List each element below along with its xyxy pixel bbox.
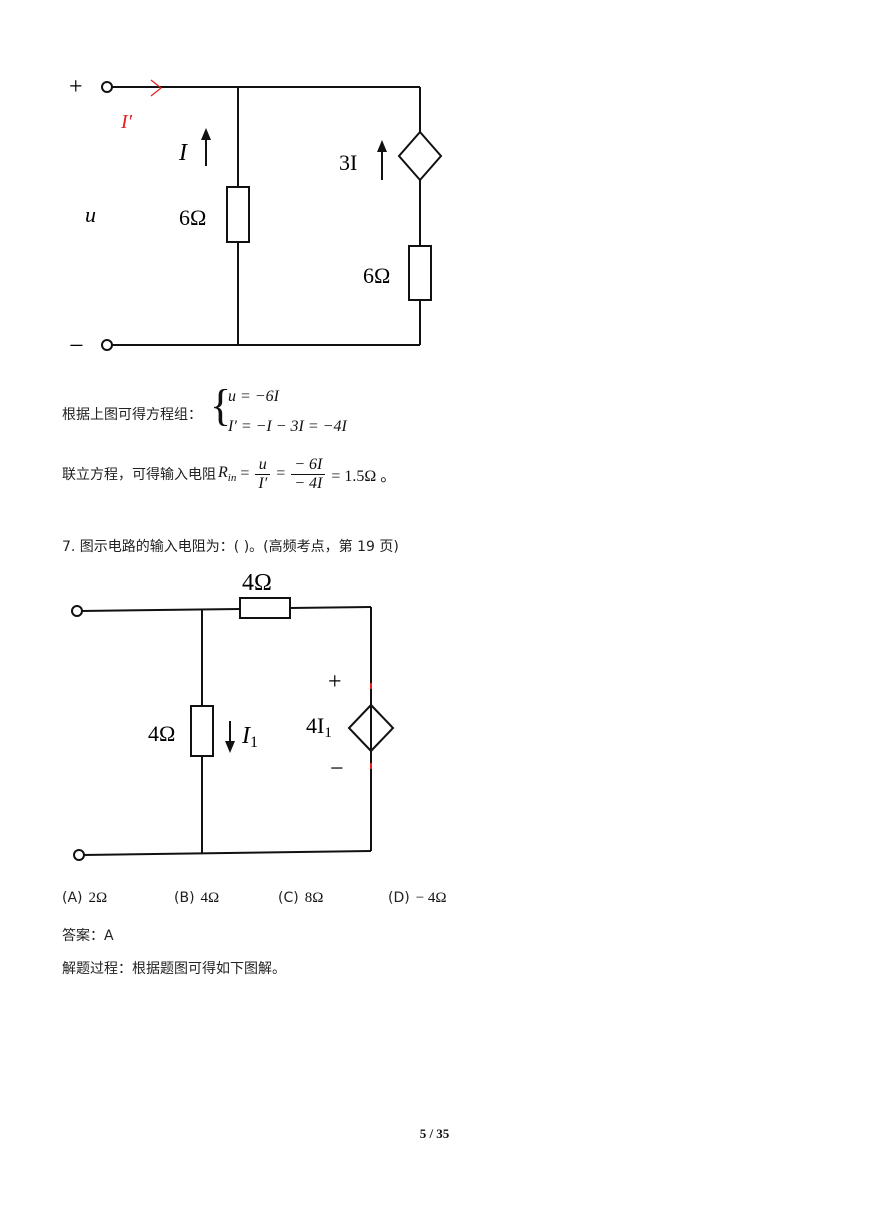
resistance-symbol: Rin [218, 464, 236, 484]
circuit-diagram-2: 4Ω 4Ω I1 4I1 + − [71, 570, 395, 861]
input-resistance-line: 联立方程，可得输入电阻 Rin = u I′ = − 6I − 4I = 1.5… [62, 452, 396, 496]
option-d: (D) − 4Ω [388, 887, 447, 907]
option-b: (B) 4Ω [174, 887, 219, 907]
equals-sign-1: = [240, 465, 250, 482]
fraction-1-den: I′ [258, 474, 268, 492]
circuit-diagram-1: I′ + − I u 6Ω 6Ω 3I [69, 74, 443, 360]
fraction-2-den: − 4I [294, 474, 323, 492]
plus-sign: + [69, 74, 83, 100]
resistance-letter: R [218, 463, 228, 481]
option-c: (C) 8Ω [278, 887, 323, 907]
resistor-right-label: 6Ω [363, 263, 390, 288]
fraction-1-num: u [255, 456, 271, 475]
dependent-source-label: 3I [339, 150, 357, 175]
fraction-2: − 6I − 4I [291, 456, 326, 493]
equation-line-2: I′ = −I − 3I = −4I [228, 418, 347, 435]
resistance-result: = 1.5Ω 。 [331, 468, 397, 485]
option-a-value: 2Ω [88, 890, 108, 906]
option-a-label: (A) [62, 890, 83, 906]
dep-source-main: 4I [306, 713, 324, 738]
brace-symbol: { [210, 381, 232, 430]
current-i1-sub: 1 [250, 734, 258, 751]
source-minus-sign: − [330, 756, 344, 782]
dep-source-sub: 1 [324, 725, 332, 741]
current-i1-letter: I [241, 723, 251, 749]
option-b-label: (B) [174, 890, 195, 906]
resistance-intro: 联立方程，可得输入电阻 [62, 467, 216, 483]
option-c-label: (C) [278, 890, 299, 906]
answer-text: 答案：A [62, 928, 114, 944]
current-prime-label: I′ [120, 111, 133, 133]
resistance-sub: in [227, 472, 237, 485]
option-c-value: 8Ω [304, 890, 324, 906]
current-i-label: I [178, 140, 188, 166]
resistor-top-label: 4Ω [242, 570, 272, 596]
source-plus-sign: + [328, 669, 342, 695]
equals-sign-2: = [276, 465, 286, 482]
question-7-text: 7. 图示电路的输入电阻为：( )。(高频考点，第 19 页) [62, 539, 399, 555]
resistor-left-label-2: 4Ω [148, 721, 175, 746]
minus-sign: − [69, 331, 84, 360]
fraction-2-num: − 6I [291, 456, 326, 475]
equation-intro: 根据上图可得方程组： [62, 407, 202, 423]
resistor-left-label: 6Ω [179, 205, 206, 230]
voltage-u-label: u [85, 202, 96, 227]
dependent-source-label-2: 4I1 [306, 713, 332, 741]
option-b-value: 4Ω [200, 890, 220, 906]
option-d-value: − 4Ω [415, 890, 447, 906]
current-i1-label: I1 [241, 723, 258, 751]
fraction-1: u I′ [255, 456, 271, 493]
equation-line-1: u = −6I [228, 388, 279, 405]
option-d-label: (D) [388, 890, 410, 906]
solution-text: 解题过程：根据题图可得如下图解。 [62, 961, 286, 977]
option-a: (A) 2Ω [62, 887, 107, 907]
page-number: 5 / 35 [419, 1126, 450, 1141]
